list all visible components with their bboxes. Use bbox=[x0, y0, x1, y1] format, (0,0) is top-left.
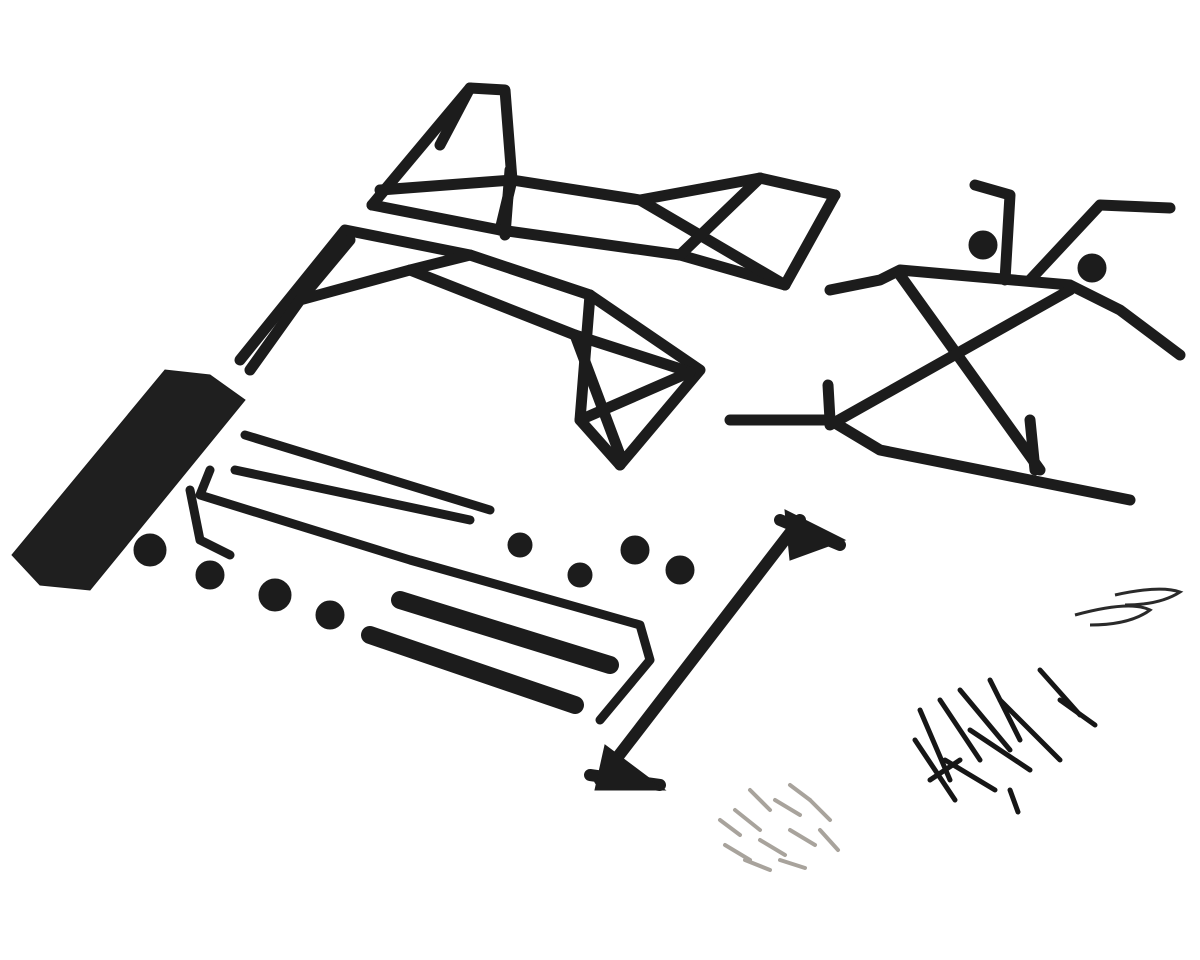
flat-panel bbox=[11, 369, 246, 591]
lower-cage-frame bbox=[234, 224, 706, 471]
upper-cage-frame bbox=[366, 82, 841, 291]
small-clips bbox=[133, 532, 695, 630]
body-clips bbox=[1074, 587, 1184, 627]
rail-gusset bbox=[594, 744, 667, 791]
rear-x-frame bbox=[724, 179, 1186, 506]
mount-clip bbox=[968, 230, 998, 260]
rod-sprue bbox=[185, 430, 655, 725]
mounting-bars bbox=[361, 591, 619, 714]
steel-screws bbox=[718, 783, 840, 872]
mount-clip bbox=[1077, 253, 1107, 283]
black-screws bbox=[912, 667, 1098, 815]
rail-gusset bbox=[784, 509, 847, 561]
